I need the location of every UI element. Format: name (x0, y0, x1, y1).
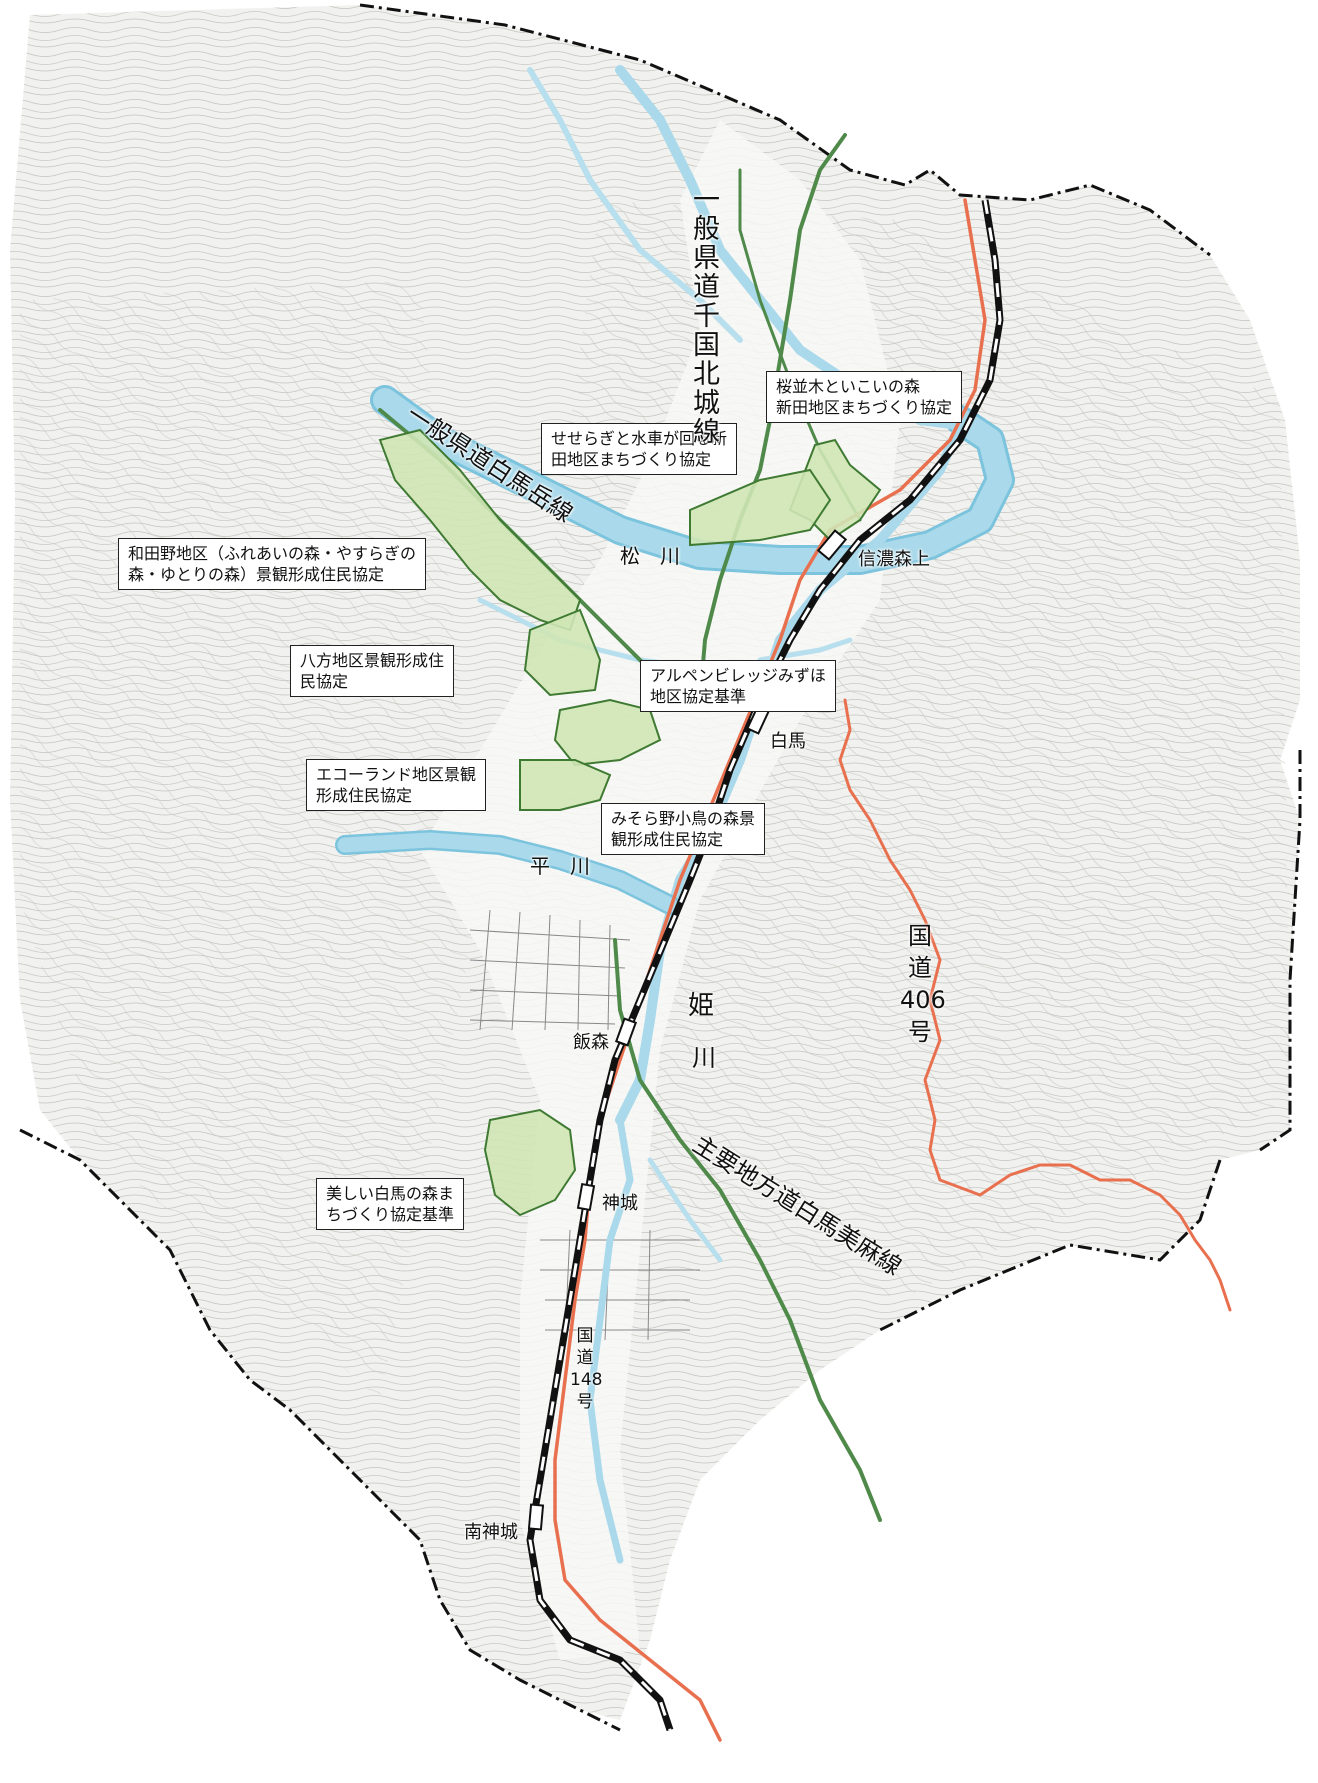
route-148-char: 号 (576, 1392, 594, 1412)
callout-misorano[interactable]: みそら野小鳥の森景 観形成住民協定 (601, 803, 766, 855)
route-406-char: 国 (908, 922, 932, 950)
callout-line: 八方地区景観形成住 (300, 651, 445, 670)
label-route-148: 国 道 148 号 (570, 1325, 603, 1413)
callout-line: アルペンビレッジみずほ (650, 666, 826, 685)
route-406-char: 道 (908, 954, 932, 982)
callout-line: 田地区まちづくり協定 (551, 450, 712, 469)
route-406 (838, 698, 1232, 1312)
callout-line: 美しい白馬の森ま (326, 1184, 455, 1203)
callout-line: 新田地区まちづくり協定 (776, 398, 953, 417)
route-406-char: 406 (900, 986, 946, 1014)
route-148-char: 道 (576, 1348, 594, 1368)
callout-line: 観形成住民協定 (611, 830, 724, 849)
label-hiragawa: 平 川 (530, 854, 590, 878)
station-kamishiro-icon[interactable] (576, 1182, 596, 1212)
area-misorano (553, 698, 662, 767)
rivers (335, 65, 1015, 1564)
callout-utsukushii[interactable]: 美しい白馬の森ま ちづくり協定基準 (316, 1178, 465, 1230)
callout-line: みそら野小鳥の森景 (611, 809, 756, 828)
callout-line: 地区協定基準 (650, 687, 747, 706)
callout-line: せせらぎと水車が回る新 (551, 429, 728, 448)
area-happo (523, 608, 602, 697)
label-himekawa: 姫 (688, 991, 715, 1021)
callout-line: 森・ゆとりの森）景観形成住民協定 (128, 565, 385, 584)
himekawa-river (615, 420, 965, 1125)
station-iimori-icon[interactable] (614, 1017, 638, 1047)
label-station-minamikamishiro: 南神城 (464, 1522, 518, 1543)
route-148-char: 国 (576, 1326, 594, 1346)
label-himekawa-2: 川 (692, 1044, 716, 1072)
callout-echoland[interactable]: エコーランド地区景観 形成住民協定 (306, 759, 487, 811)
callout-wadano[interactable]: 和田野地区（ふれあいの森・やすらぎの 森・ゆとりの森）景観形成住民協定 (118, 538, 427, 590)
callout-line: 和田野地区（ふれあいの森・やすらぎの (128, 544, 417, 563)
callout-happo[interactable]: 八方地区景観形成住 民協定 (290, 645, 455, 697)
callout-line: 桜並木といこいの森 (776, 377, 921, 396)
label-route-406: 国 道 406 号 (900, 920, 946, 1048)
station-minamikamishiro-icon[interactable] (527, 1503, 545, 1531)
label-station-hakuba: 白馬 (770, 731, 806, 752)
hakuba-omachi-line (613, 938, 882, 1522)
callout-line: ちづくり協定基準 (326, 1205, 455, 1224)
station-shinanomoriue-icon[interactable] (816, 529, 848, 561)
area-utsukushii (483, 1108, 577, 1217)
callout-sakuranamiki[interactable]: 桜並木といこいの森 新田地区まちづくり協定 (766, 371, 963, 423)
label-station-shinanomoriue: 信濃森上 (858, 549, 930, 570)
railway-station-icons (527, 529, 848, 1531)
callout-seseragi[interactable]: せせらぎと水車が回る新 田地区まちづくり協定 (541, 423, 738, 475)
label-station-kamishiro: 神城 (602, 1193, 638, 1214)
label-station-iimori: 飯森 (573, 1032, 609, 1053)
callout-line: 民協定 (300, 672, 349, 691)
callout-line: エコーランド地区景観 (316, 765, 477, 784)
municipal-boundary (19, 3, 1302, 1732)
railway-line-icon (526, 199, 1004, 1732)
agreement-areas (378, 428, 882, 1217)
route-406-char: 号 (908, 1018, 932, 1046)
route-148-char: 148 (570, 1370, 603, 1390)
label-matsukawa: 松 川 (620, 544, 680, 568)
callout-alpen[interactable]: アルペンビレッジみずほ 地区協定基準 (640, 660, 836, 712)
area-echoland (519, 759, 612, 811)
callout-line: 形成住民協定 (316, 786, 413, 805)
area-seseragi (689, 468, 832, 547)
label-chikuni-hokujo-line: 一般県道千国北城線 (688, 185, 719, 446)
